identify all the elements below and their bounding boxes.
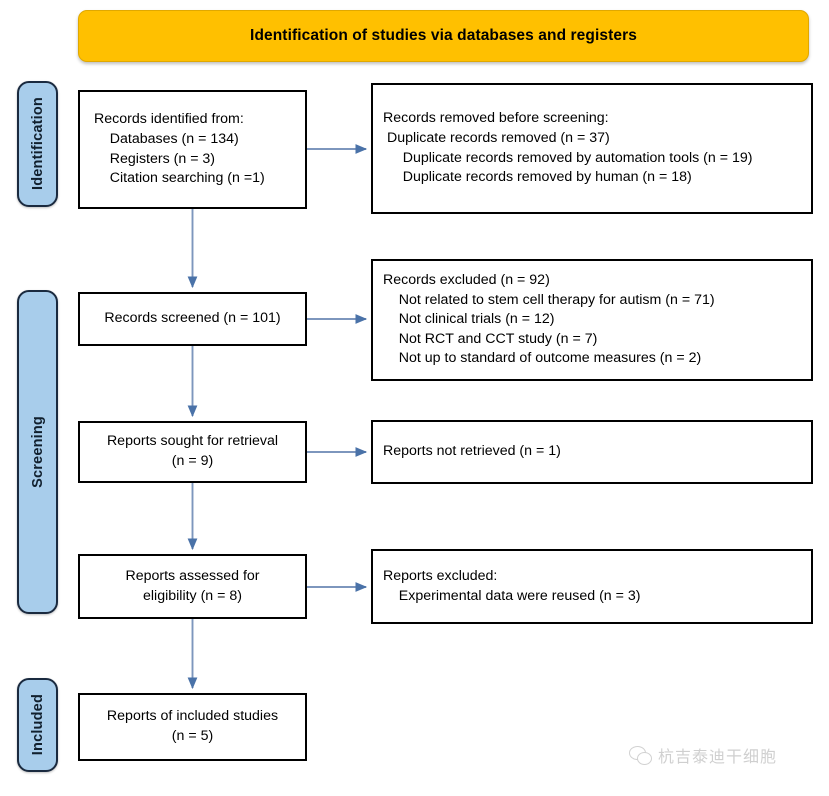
- box-records-removed-before-screening-text: Records removed before screening: Duplic…: [383, 110, 753, 186]
- box-records-identified: Records identified from: Databases (n = …: [78, 90, 307, 209]
- box-reports-assessed-for-eligibility: Reports assessed for eligibility (n = 8): [78, 554, 307, 619]
- wechat-icon: [629, 745, 652, 765]
- box-reports-excluded-text: Reports excluded: Experimental data were…: [383, 567, 641, 604]
- box-records-screened-text: Records screened (n = 101): [104, 310, 281, 327]
- box-reports-not-retrieved-text: Reports not retrieved (n = 1): [383, 443, 561, 460]
- stage-tab-identification: Identification: [17, 81, 58, 207]
- stage-tab-included: Included: [17, 678, 58, 772]
- box-reports-not-retrieved: Reports not retrieved (n = 1): [371, 420, 813, 484]
- box-reports-assessed-for-eligibility-text: Reports assessed for eligibility (n = 8): [125, 567, 260, 604]
- box-records-screened: Records screened (n = 101): [78, 292, 307, 346]
- stage-tab-included-label: Included: [29, 694, 46, 756]
- watermark-text: 杭吉泰迪干细胞: [658, 747, 778, 766]
- box-reports-of-included-studies: Reports of included studies (n = 5): [78, 693, 307, 761]
- stage-tab-screening: Screening: [17, 290, 58, 614]
- box-records-identified-text: Records identified from: Databases (n = …: [94, 111, 265, 187]
- watermark: 杭吉泰迪干细胞: [629, 743, 777, 767]
- diagram-title: Identification of studies via databases …: [250, 27, 637, 44]
- diagram-title-banner: Identification of studies via databases …: [78, 10, 809, 62]
- box-reports-excluded: Reports excluded: Experimental data were…: [371, 549, 813, 624]
- box-reports-sought-for-retrieval: Reports sought for retrieval (n = 9): [78, 421, 307, 483]
- box-records-excluded-text: Records excluded (n = 92) Not related to…: [383, 272, 715, 367]
- stage-tab-identification-label: Identification: [29, 97, 46, 191]
- box-records-removed-before-screening: Records removed before screening: Duplic…: [371, 83, 813, 214]
- stage-tab-screening-label: Screening: [29, 416, 46, 488]
- box-reports-of-included-studies-text: Reports of included studies (n = 5): [106, 708, 279, 744]
- box-records-excluded: Records excluded (n = 92) Not related to…: [371, 259, 813, 381]
- box-reports-sought-for-retrieval-text: Reports sought for retrieval (n = 9): [106, 433, 279, 469]
